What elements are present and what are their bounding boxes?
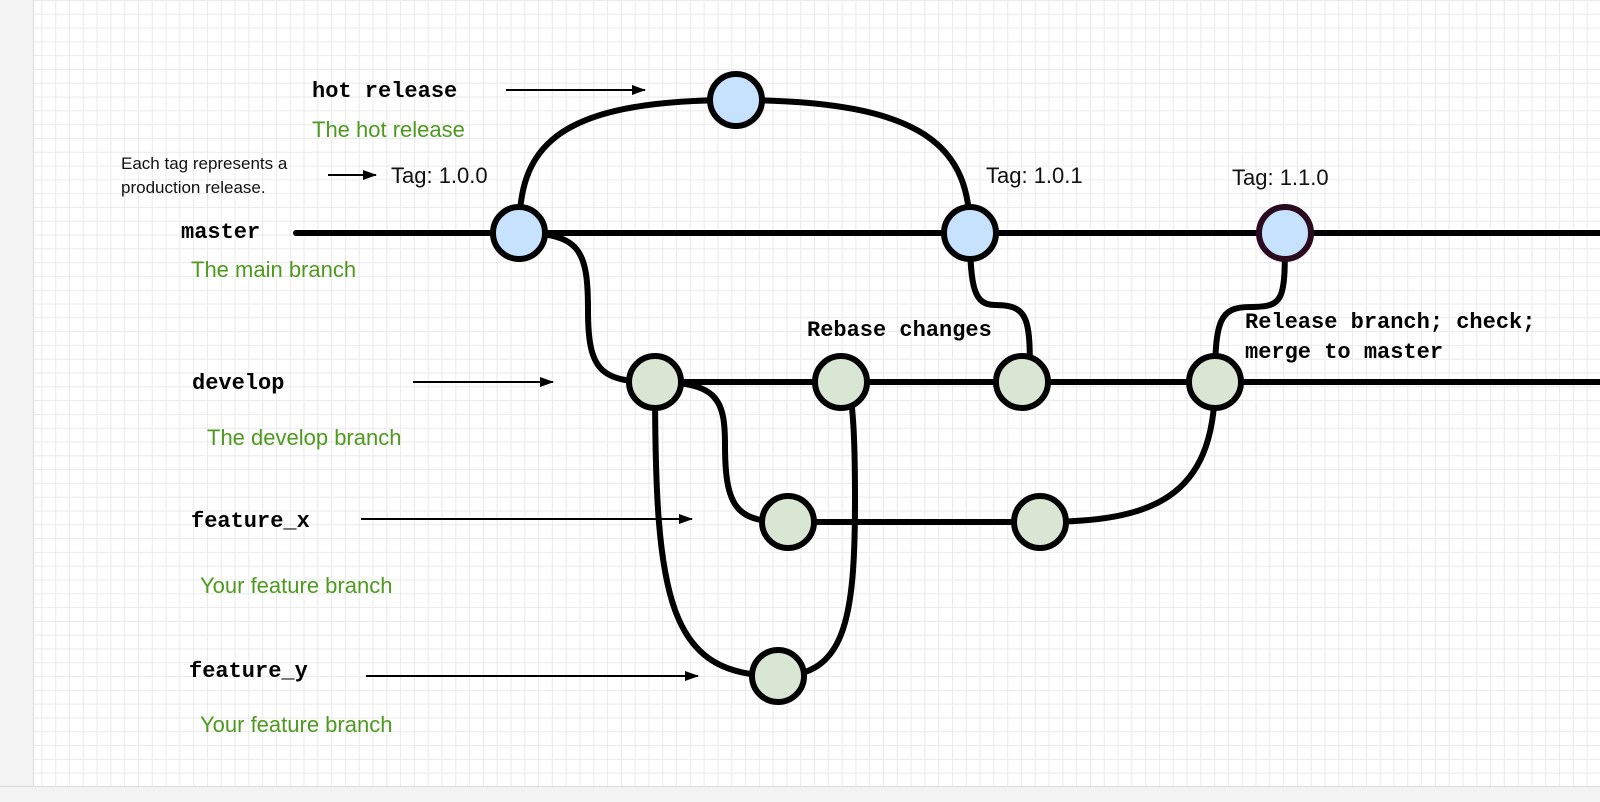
tag-label-100: Tag: 1.0.0 (391, 163, 488, 188)
develop-description: The develop branch (207, 425, 402, 450)
canvas-bottom-gutter (0, 786, 1600, 802)
develop-commit-3 (993, 353, 1051, 411)
feature-x-description: Your feature branch (200, 573, 393, 598)
release-note-line-2: merge to master (1245, 340, 1444, 365)
develop-to-tag110-line (1212, 230, 1288, 385)
hot-release-branch-label: hot release (312, 79, 458, 104)
tag-note-line-2: production release. (121, 178, 266, 197)
feature-x-branch-label: feature_x (191, 509, 310, 534)
tag-note-line-1: Each tag represents a (121, 154, 288, 173)
rebase-changes-label: Rebase changes (807, 318, 992, 343)
feature-x-to-develop-line (1037, 379, 1218, 525)
feature-x-commit-1 (759, 493, 817, 551)
master-commit-tag-100 (490, 204, 548, 262)
hot-release-commit-node (707, 71, 765, 129)
tag101-to-develop-line (967, 230, 1033, 385)
master-branch-label: master (181, 220, 261, 245)
feature-x-commit-2 (1011, 493, 1069, 551)
master-commit-tag-101 (941, 204, 999, 262)
develop-to-feature-x-line (652, 379, 791, 525)
release-note-line-1: Release branch; check; (1245, 310, 1536, 335)
tag-label-110: Tag: 1.1.0 (1232, 165, 1329, 190)
develop-commit-1 (626, 353, 684, 411)
develop-branch-label: develop (192, 371, 285, 396)
master-description: The main branch (191, 257, 357, 282)
tag-label-101: Tag: 1.0.1 (986, 163, 1083, 188)
develop-commit-2 (812, 353, 870, 411)
feature-y-commit-1 (749, 647, 807, 705)
canvas-left-gutter (0, 0, 34, 801)
develop-commit-4 (1186, 353, 1244, 411)
develop-to-feature-y-line (652, 379, 781, 679)
master-commit-tag-110 (1256, 204, 1314, 262)
master-to-develop-line (516, 230, 658, 385)
feature-y-description: Your feature branch (200, 712, 393, 737)
feature-y-branch-label: feature_y (189, 659, 308, 684)
hot-release-description: The hot release (312, 117, 465, 142)
